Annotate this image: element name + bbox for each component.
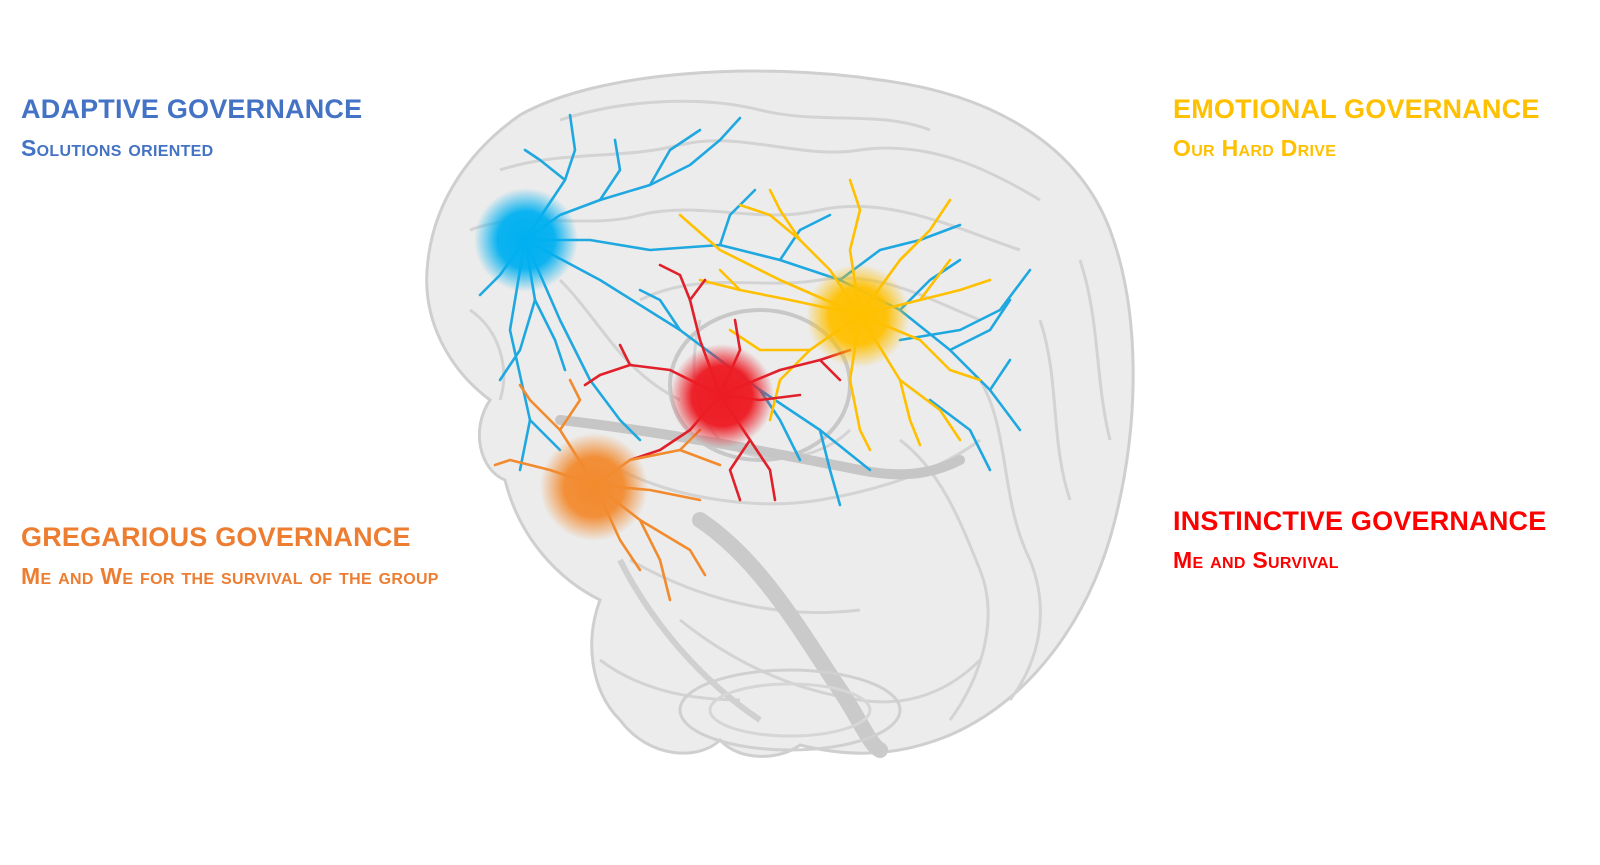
instinctive-governance-title: INSTINCTIVE GOVERNANCE <box>1173 506 1547 536</box>
instinctive-governance-label: INSTINCTIVE GOVERNANCE Me and Survival <box>1173 508 1546 572</box>
gregarious-governance-label: GREGARIOUS GOVERNANCE Me and We for the … <box>21 524 439 588</box>
instinctive-governance-subtitle: Me and Survival <box>1173 547 1339 573</box>
gregarious-governance-title: GREGARIOUS GOVERNANCE <box>21 522 411 552</box>
adaptive-node <box>474 188 578 292</box>
adaptive-governance-label: ADAPTIVE GOVERNANCE Solutions oriented <box>21 96 362 160</box>
adaptive-governance-title: ADAPTIVE GOVERNANCE <box>21 94 363 124</box>
brain-outline <box>425 69 1135 758</box>
emotional-governance-title: EMOTIONAL GOVERNANCE <box>1173 94 1540 124</box>
instinctive-node <box>670 344 774 448</box>
emotional-governance-label: EMOTIONAL GOVERNANCE Our Hard Drive <box>1173 96 1540 160</box>
adaptive-governance-subtitle: Solutions oriented <box>21 135 214 161</box>
emotional-governance-subtitle: Our Hard Drive <box>1173 135 1337 161</box>
gregarious-node <box>540 433 648 541</box>
gregarious-governance-subtitle: Me and We for the survival of the group <box>21 563 439 589</box>
emotional-node <box>806 264 910 368</box>
